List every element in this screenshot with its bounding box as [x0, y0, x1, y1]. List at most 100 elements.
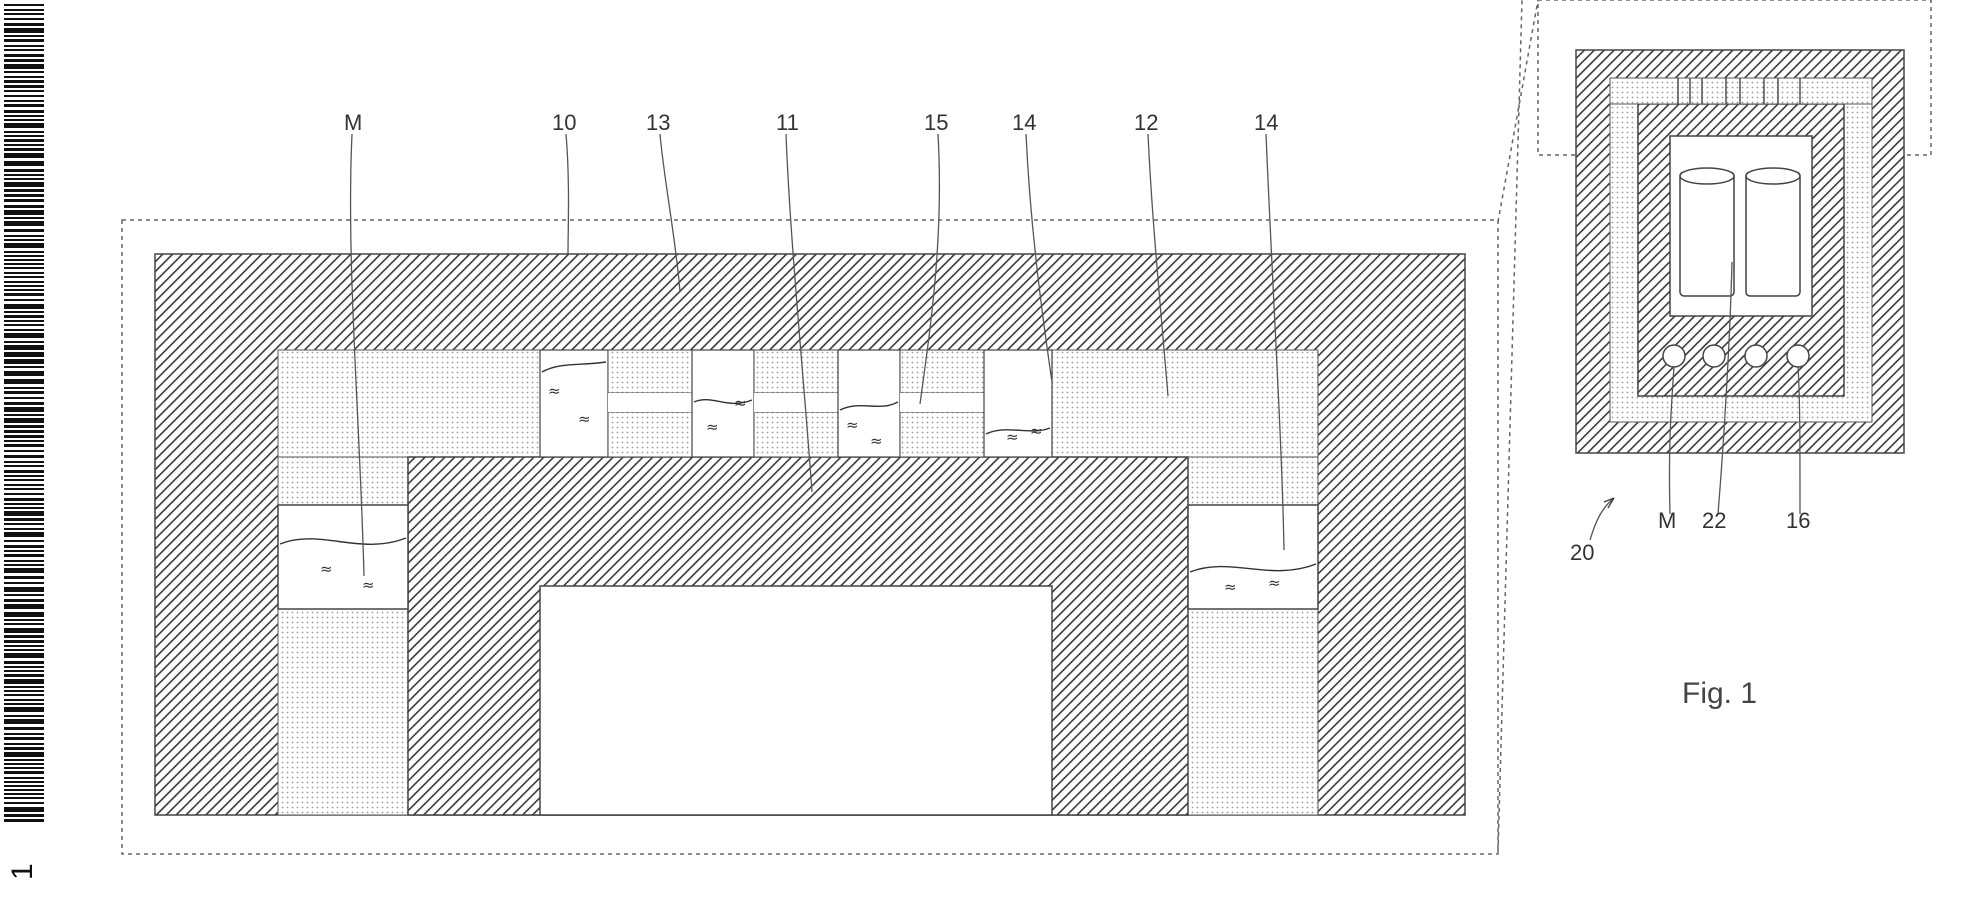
svg-text:≈: ≈	[846, 416, 859, 434]
svg-text:≈: ≈	[1030, 422, 1043, 440]
barcode-stripe	[4, 35, 44, 37]
barcode-stripe	[4, 359, 44, 364]
barcode-stripe	[4, 759, 44, 761]
barcode-stripe	[4, 604, 44, 609]
barcode-stripe	[4, 289, 44, 291]
right-fluid-pocket	[1188, 505, 1318, 609]
label-10: 10	[552, 110, 576, 135]
barcode-stripe	[4, 819, 44, 822]
projection-line-lower	[1498, 0, 1522, 852]
barcode-stripe	[4, 528, 44, 530]
label-14: 14	[1254, 110, 1278, 135]
barcode-stripe	[4, 221, 44, 226]
barcode-stripe	[4, 293, 44, 296]
barcode-stripe	[4, 576, 44, 579]
label-22: 22	[1702, 508, 1726, 533]
barcode-stripe	[4, 645, 44, 647]
barcode-stripe	[4, 532, 44, 537]
barcode-stripe	[4, 640, 44, 643]
barcode-stripe	[4, 781, 44, 783]
barcode-stripe	[4, 239, 44, 241]
barcode-stripe	[4, 679, 44, 684]
barcode-stripe	[4, 341, 44, 343]
barcode-stripe	[4, 13, 44, 15]
svg-text:≈: ≈	[548, 382, 561, 400]
barcode-stripe	[4, 110, 44, 113]
label-12: 12	[1134, 110, 1158, 135]
barcode-stripe	[4, 777, 44, 779]
barcode-stripe	[4, 484, 44, 486]
barcode-stripe	[4, 210, 44, 215]
barcode-stripe	[4, 148, 44, 151]
barcode-stripe	[4, 653, 44, 658]
svg-text:≈: ≈	[362, 576, 375, 594]
barcode-stripe	[4, 144, 44, 146]
barcode-stripe	[4, 414, 44, 416]
barcode-stripe	[4, 281, 44, 283]
barcode-stripe	[4, 488, 44, 490]
barcode-stripe	[4, 635, 44, 638]
barcode-stripe	[4, 371, 44, 376]
barcode-stripe	[4, 407, 44, 412]
barcode-stripe	[4, 545, 44, 548]
barcode-stripe	[4, 767, 44, 769]
barcode-stripe	[4, 430, 44, 433]
barcode-stripe	[4, 251, 44, 253]
barcode-stripe	[4, 594, 44, 596]
barcode-stripe	[4, 366, 44, 368]
barcode-stripe	[4, 304, 44, 309]
barcode-stripe	[4, 123, 44, 128]
label-14: 14	[1012, 110, 1036, 135]
barcode-stripe	[4, 45, 44, 47]
barcode-stripe	[4, 119, 44, 121]
barcode-stripe	[4, 674, 44, 677]
inset-top-band	[1610, 78, 1872, 104]
barcode-stripe	[4, 320, 44, 322]
barcode-stripe	[4, 661, 44, 664]
barcode-stripe	[4, 587, 44, 592]
svg-text:≈: ≈	[1224, 578, 1237, 596]
barcode-stripe	[4, 131, 44, 133]
barcode-stripe	[4, 763, 44, 765]
barcode-stripe	[4, 9, 44, 11]
barcode-stripe	[4, 771, 44, 774]
barcode-stripe	[4, 814, 44, 817]
svg-text:≈: ≈	[320, 560, 333, 578]
barcode-stripe	[4, 425, 44, 428]
barcode-stripe	[4, 85, 44, 88]
barcode-stripe	[4, 64, 44, 69]
barcode-stripe	[4, 23, 44, 26]
barcode-stripe	[4, 285, 44, 287]
barcode-stripe	[4, 582, 44, 584]
barcode-stripe	[4, 623, 44, 625]
barcode-stripe	[4, 612, 44, 617]
barcode-stripe	[4, 649, 44, 651]
barcode-stripe	[4, 507, 44, 509]
barcode-stripe	[4, 802, 44, 804]
label-15: 15	[924, 110, 948, 135]
barcode-stripe	[4, 387, 44, 389]
barcode-stripe	[4, 139, 44, 142]
barcode-stripe	[4, 715, 44, 717]
projection-line-upper	[1498, 0, 1538, 222]
barcode-stripe	[4, 272, 44, 274]
barcode-stripe	[4, 793, 44, 795]
barcode-stripe	[4, 229, 44, 232]
barcode-stripe	[4, 560, 44, 562]
label-16: 16	[1786, 508, 1810, 533]
barcode-stripe	[4, 299, 44, 301]
label-11: 11	[776, 110, 799, 135]
side-mark: 1	[6, 863, 39, 880]
barcode-stripe	[4, 402, 44, 405]
barcode-stripe	[4, 752, 44, 757]
barcode-stripe	[4, 333, 44, 338]
barcode-stripe	[4, 115, 44, 117]
barcode-stripe	[4, 455, 44, 458]
barcode-stripe	[4, 479, 44, 481]
barcode-stripe	[4, 465, 44, 467]
barcode-stripe	[4, 686, 44, 688]
barcode-stripe	[4, 315, 44, 318]
barcode-stripe	[4, 470, 44, 473]
barcode-stripe	[4, 174, 44, 176]
svg-text:≈: ≈	[1268, 574, 1281, 592]
